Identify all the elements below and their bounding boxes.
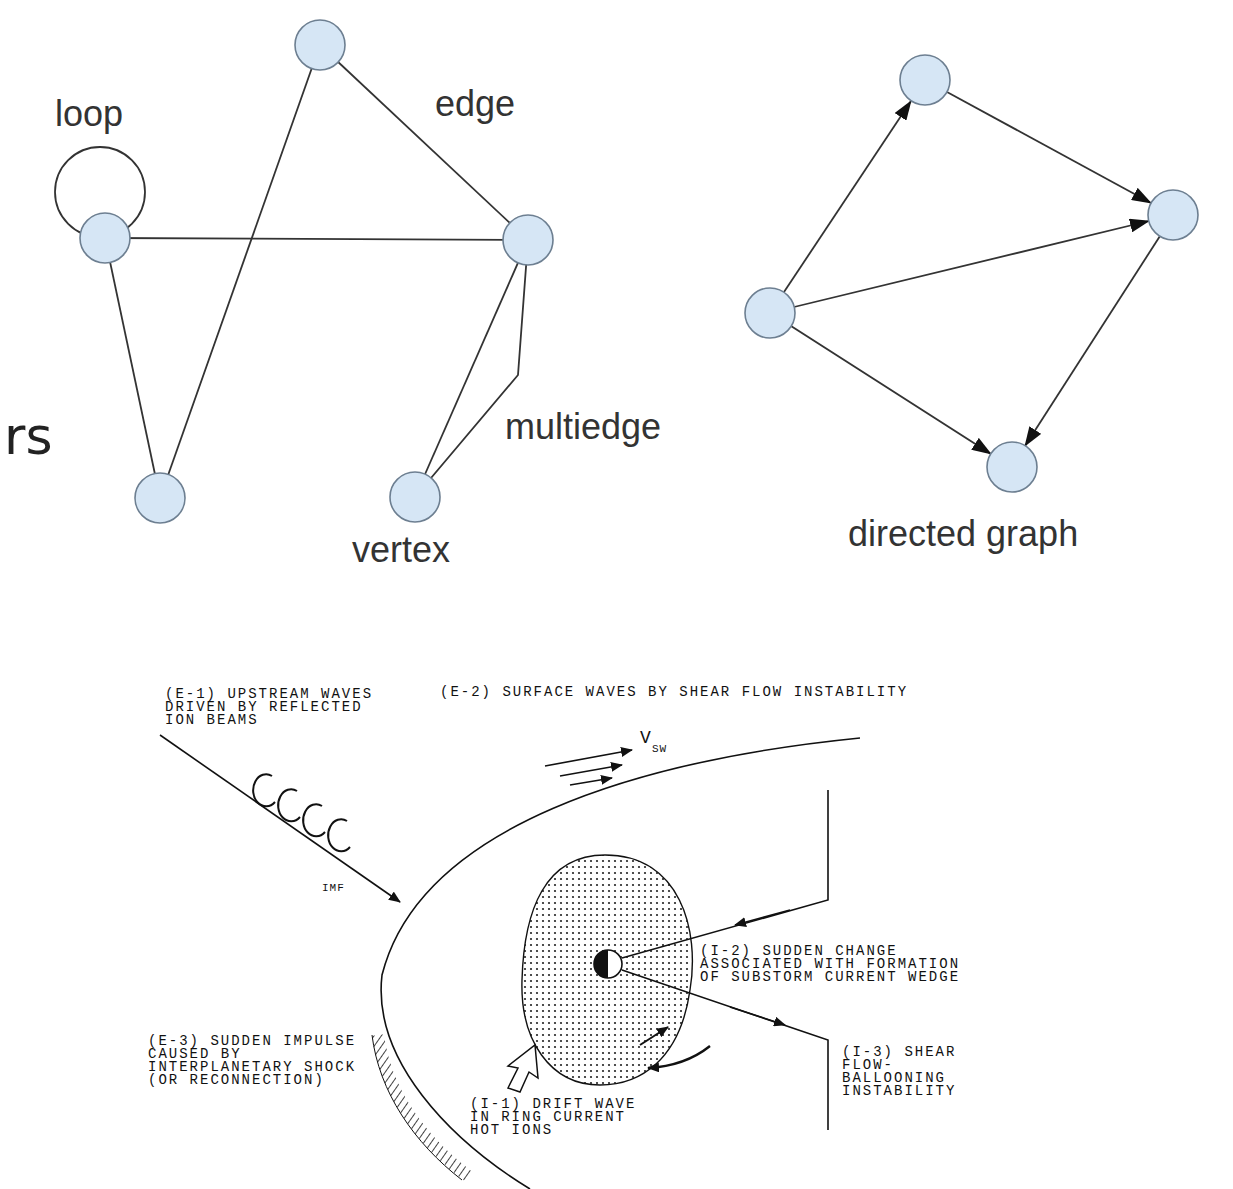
phenomenon-note: (I-1) DRIFT WAVE IN RING CURRENT HOT ION… [470,1098,642,1137]
directed-edge [784,101,911,292]
vertex-circles [745,55,1198,492]
vertex-circles [80,20,553,523]
wave-coil [278,789,300,821]
vertex-circle [1148,190,1198,240]
hatched-impulse-region [378,1035,468,1176]
vertex-circle [135,473,185,523]
edge-line [105,238,528,240]
edge-line [105,238,160,498]
multiedge-line [415,240,528,497]
current-arrow [735,910,790,925]
drift-arrow [640,1027,668,1045]
directed-edge [794,221,1149,307]
phenomenon-note: (E-3) SUDDEN IMPULSE CAUSED BY INTERPLAN… [148,1035,362,1087]
edge-line [160,45,320,498]
edge-line [320,45,528,240]
directed-edge [791,326,991,454]
current-arrow [730,1007,785,1025]
flow-arrow [570,778,612,785]
phenomenon-note: (E-2) SURFACE WAVES BY SHEAR FLOW INSTAB… [440,686,920,699]
caption-label: directed graph [848,512,1078,555]
vertex-circle [987,442,1037,492]
phenomenon-note: (E-1) UPSTREAM WAVES DRIVEN BY REFLECTED… [165,688,379,727]
phenomenon-note: (I-2) SUDDEN CHANGE ASSOCIATED WITH FORM… [700,945,976,984]
phenomenon-note: (I-3) SHEAR FLOW- BALLOONING INSTABILITY [842,1046,972,1098]
hatched-region-edge [372,1035,462,1180]
undirected-graph [55,45,528,498]
wave-coil [328,819,350,851]
flow-arrow [560,765,622,776]
flow-arrow [545,750,632,766]
term-label: vertex [352,528,450,571]
plasmasphere [522,855,692,1085]
velocity-subscript: SW [652,743,667,755]
vertex-circle [390,472,440,522]
field-label: IMF [322,882,345,894]
directed-graph [784,92,1160,454]
earth-night-side [594,950,608,978]
wave-coil [303,804,325,836]
vertex-circle [745,288,795,338]
term-label: multiedge [505,405,661,448]
current-wedge-line [622,970,828,1130]
imf-arrow [160,735,400,902]
vertex-circle [295,20,345,70]
term-label: loop [55,92,123,135]
earth [594,950,622,978]
directed-edge [1025,236,1160,446]
directed-edge [947,92,1151,203]
drift-wave-hollow-arrow [508,1045,538,1092]
vertex-circle [80,213,130,263]
multiedge-line [415,240,528,497]
term-label: edge [435,82,515,125]
current-wedge-line [622,790,828,958]
wave-coil [253,774,275,806]
vertex-circle [503,215,553,265]
ballooning-arrow [648,1046,710,1068]
velocity-symbol: V [640,728,651,748]
vertex-circle [900,55,950,105]
cut-off-slide-text: rs [4,405,52,467]
